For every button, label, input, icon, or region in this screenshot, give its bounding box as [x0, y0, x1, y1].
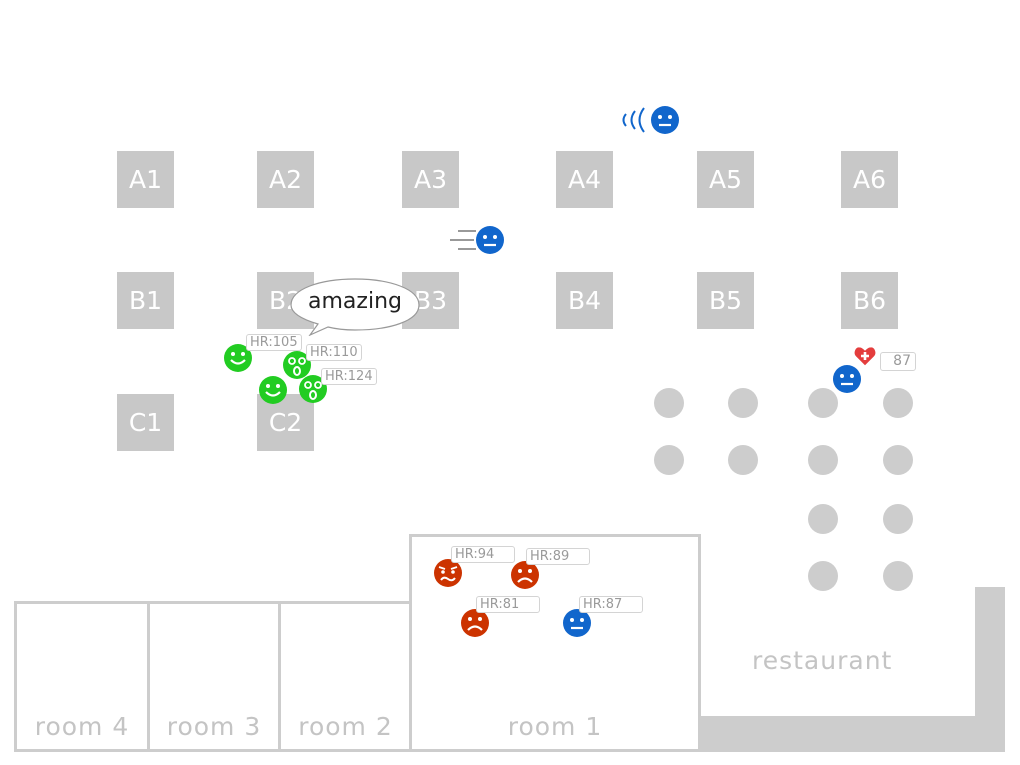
booth-a3[interactable]: A3: [402, 151, 459, 208]
room-4[interactable]: room 4: [14, 601, 150, 752]
restaurant-table: [728, 388, 758, 418]
worried-face-icon[interactable]: [433, 558, 463, 588]
health-alert-value: 87: [880, 352, 916, 371]
speech-bubble: [290, 278, 420, 336]
restaurant-table: [808, 504, 838, 534]
restaurant-table: [883, 445, 913, 475]
booth-a6[interactable]: A6: [841, 151, 898, 208]
heart-rate-label: HR:81: [476, 596, 540, 613]
heart-rate-label: HR:94: [451, 546, 515, 563]
room-1-label: room 1: [507, 712, 603, 741]
restaurant-wall-bottom: [699, 716, 1005, 752]
booth-b1[interactable]: B1: [117, 272, 174, 329]
smiley-face-icon[interactable]: [258, 375, 288, 405]
restaurant-table: [654, 445, 684, 475]
surprised-face-icon[interactable]: [298, 374, 328, 404]
heart-plus-icon: [853, 346, 877, 367]
room-2-label: room 2: [298, 712, 393, 741]
booth-a2[interactable]: A2: [257, 151, 314, 208]
heart-rate-label: HR:124: [321, 368, 377, 385]
booth-a4[interactable]: A4: [556, 151, 613, 208]
sad-face-icon[interactable]: [460, 608, 490, 638]
restaurant-table: [654, 388, 684, 418]
heart-rate-label: HR:87: [579, 596, 643, 613]
booth-a5[interactable]: A5: [697, 151, 754, 208]
booth-b6[interactable]: B6: [841, 272, 898, 329]
booth-b5[interactable]: B5: [697, 272, 754, 329]
room-4-label: room 4: [34, 712, 130, 741]
booth-b4[interactable]: B4: [556, 272, 613, 329]
heart-rate-label: HR:110: [306, 344, 362, 361]
surprised-face-icon[interactable]: [282, 350, 312, 380]
restaurant-table: [883, 504, 913, 534]
room-3-label: room 3: [166, 712, 262, 741]
restaurant-table: [883, 561, 913, 591]
neutral-face-icon[interactable]: [832, 364, 862, 394]
booth-a1[interactable]: A1: [117, 151, 174, 208]
motion-lines-icon: [450, 230, 476, 250]
restaurant-table: [808, 388, 838, 418]
booth-c1[interactable]: C1: [117, 394, 174, 451]
room-3[interactable]: room 3: [147, 601, 281, 752]
heart-rate-label: HR:105: [246, 334, 302, 351]
room-2[interactable]: room 2: [278, 601, 413, 752]
booth-c2[interactable]: C2: [257, 394, 314, 451]
restaurant-table: [808, 561, 838, 591]
speech-bubble-text: amazing: [308, 289, 402, 314]
smiley-face-icon[interactable]: [223, 343, 253, 373]
neutral-face-icon[interactable]: [475, 225, 505, 255]
heart-rate-label: HR:89: [526, 548, 590, 565]
signal-waves-icon: [622, 107, 645, 133]
neutral-face-icon[interactable]: [562, 608, 592, 638]
restaurant-table: [883, 388, 913, 418]
sad-face-icon[interactable]: [510, 560, 540, 590]
restaurant-table: [808, 445, 838, 475]
restaurant-table: [728, 445, 758, 475]
neutral-face-icon[interactable]: [650, 105, 680, 135]
restaurant-label: restaurant: [752, 646, 893, 675]
